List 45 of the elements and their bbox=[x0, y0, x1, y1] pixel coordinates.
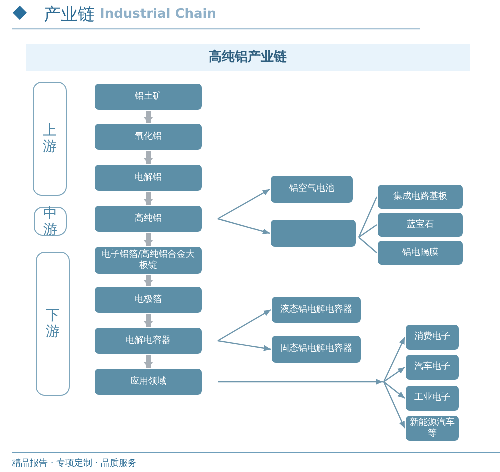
process-box: 蓝宝石 bbox=[378, 213, 463, 237]
arrow bbox=[144, 233, 154, 246]
arrow bbox=[144, 111, 154, 123]
process-box: 高纯铝 bbox=[95, 206, 202, 232]
subtitle: Industrial Chain bbox=[100, 7, 217, 22]
arrow bbox=[218, 218, 270, 234]
stage-band: 下游 bbox=[36, 252, 70, 396]
process-box: 电解电容器 bbox=[95, 328, 202, 354]
process-box: 消费电子 bbox=[406, 325, 459, 350]
process-box: 电极箔 bbox=[95, 287, 202, 313]
stage-band: 中游 bbox=[34, 207, 67, 236]
connector-line bbox=[358, 196, 378, 238]
heading: 产业链 bbox=[44, 4, 95, 26]
connector-line bbox=[358, 237, 378, 254]
process-box: 应用领域 bbox=[95, 369, 202, 395]
arrow bbox=[218, 309, 272, 342]
arrow bbox=[144, 314, 154, 327]
arrow bbox=[218, 188, 270, 220]
process-box: 工业电子 bbox=[406, 386, 459, 411]
stage-band: 上游 bbox=[33, 82, 67, 196]
arrow bbox=[383, 382, 406, 429]
arrow bbox=[383, 337, 406, 382]
process-box: 铝电隔膜 bbox=[378, 241, 463, 265]
arrow bbox=[384, 367, 406, 382]
process-box: 汽车电子 bbox=[406, 355, 459, 380]
process-box: 固态铝电解电容器 bbox=[272, 336, 361, 363]
process-box: 液态铝电解电容器 bbox=[272, 297, 361, 323]
arrow bbox=[144, 151, 154, 164]
process-box: 电解铝 bbox=[95, 165, 202, 191]
arrow bbox=[144, 275, 154, 286]
arrow bbox=[218, 340, 272, 352]
process-box: 氧化铝 bbox=[95, 124, 202, 150]
footer-text: 精品报告 · 专项定制 · 品质服务 bbox=[12, 458, 138, 470]
process-box: 铝土矿 bbox=[95, 84, 202, 110]
arrow bbox=[144, 192, 154, 205]
process-box: 集成电路基板 bbox=[378, 185, 463, 209]
title-band: 高纯铝产业链 bbox=[26, 44, 470, 71]
arrow bbox=[218, 379, 383, 385]
arrow bbox=[144, 355, 154, 368]
process-box bbox=[271, 220, 356, 247]
process-box: 电子铝箔/高纯铝合金大板锭 bbox=[95, 247, 202, 274]
process-box: 铝空气电池 bbox=[271, 176, 353, 203]
arrow bbox=[384, 382, 406, 399]
process-box: 新能源汽车等 bbox=[406, 416, 459, 441]
connector-line bbox=[358, 224, 378, 238]
